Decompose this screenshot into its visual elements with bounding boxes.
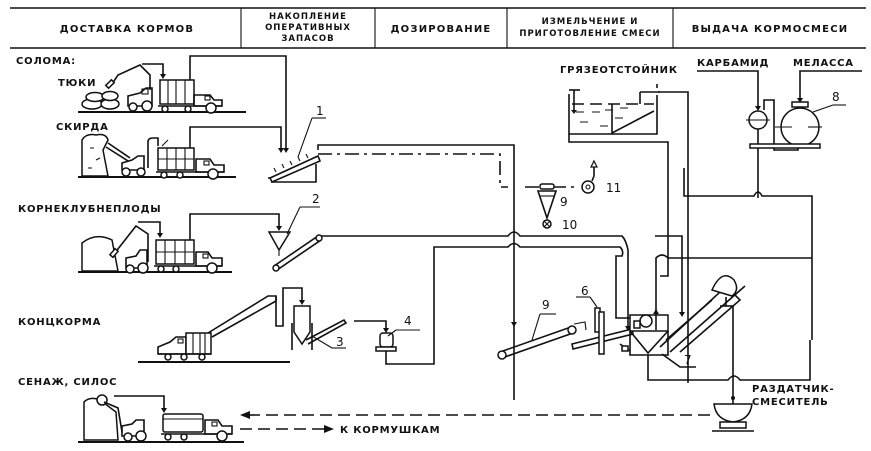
loader-tractor-icon <box>104 64 153 112</box>
marker-9-cyclone: 9 <box>560 195 568 209</box>
flow-line-concentrates <box>354 320 387 330</box>
pneumatic-line <box>318 153 508 188</box>
flow-line-additives <box>683 168 813 340</box>
mixer-7: 7 <box>619 275 746 368</box>
arrow-head <box>276 226 282 231</box>
arrow-head <box>679 312 685 317</box>
header-dispensing: ВЫДАЧА КОРМОСМЕСИ <box>692 24 849 35</box>
roots-loading-scene <box>78 221 232 274</box>
label-bales: ТЮКИ <box>58 78 96 89</box>
junction-dot <box>731 396 735 400</box>
cyclone-9: 9 <box>536 183 568 221</box>
label-sludge-tank: ГРЯЗЕОТСТОЙНИК <box>560 63 678 76</box>
marker-4: 4 <box>404 314 412 328</box>
header-dosing: ДОЗИРОВАНИЕ <box>391 24 492 35</box>
arrow-head <box>511 322 517 327</box>
label-dispenser-line1: РАЗДАТЧИК- <box>752 384 834 395</box>
label-concentrates: КОНЦКОРМА <box>18 317 101 328</box>
header-storage-line2: ОПЕРАТИВНЫХ <box>265 23 351 33</box>
haylage-loading-scene <box>78 394 244 443</box>
flow-line <box>142 63 164 76</box>
molasses-tank: 8 <box>749 70 862 149</box>
flow-line <box>655 254 812 330</box>
flow-line <box>655 235 683 314</box>
header-grinding-line1: ИЗМЕЛЬЧЕНИЕ И <box>542 17 639 27</box>
bales-pile-icon <box>81 90 120 110</box>
flow-line <box>568 134 669 277</box>
flow-line-roots <box>189 213 280 240</box>
chopper-6: 6 <box>571 284 634 355</box>
flow-line-bales <box>189 55 287 150</box>
header-delivery: ДОСТАВКА КОРМОВ <box>60 24 194 35</box>
flow-line-roots-main <box>321 231 629 328</box>
concentrates-scene <box>138 287 305 363</box>
flow-line <box>658 91 689 383</box>
marker-1: 1 <box>316 104 324 118</box>
arrow-head <box>383 328 389 333</box>
marker-11: 11 <box>606 181 621 195</box>
flow-line-concentrates-main <box>385 242 632 365</box>
truck-stack-icon <box>156 147 225 180</box>
root-hopper-washer-2: 2 <box>267 192 323 272</box>
arrow-head <box>160 74 166 79</box>
label-haylage: СЕНАЖ, СИЛОС <box>18 377 117 388</box>
sludge-tank <box>568 84 689 383</box>
arrow-head <box>653 309 659 314</box>
header-grinding-line2: ПРИГОТОВЛЕНИЕ СМЕСИ <box>519 29 660 39</box>
stack-loader-icon <box>105 137 169 177</box>
label-urea: КАРБАМИД <box>697 58 769 69</box>
header-storage-line3: ЗАПАСОВ <box>281 34 334 44</box>
flow-line-stack <box>189 126 282 150</box>
concentrate-bin-3: 3 <box>291 305 348 350</box>
label-straw: СОЛОМА: <box>16 56 76 67</box>
header-storage-line1: НАКОПЛЕНИЕ <box>269 12 347 22</box>
stage-header: ДОСТАВКА КОРМОВ НАКОПЛЕНИЕ ОПЕРАТИВНЫХ З… <box>10 7 866 49</box>
marker-7: 7 <box>684 353 692 367</box>
label-dispenser-line2: СМЕСИТЕЛЬ <box>752 397 829 408</box>
fan-11: 11 <box>581 159 621 195</box>
marker-6: 6 <box>581 284 589 298</box>
conveyor-9: 9 <box>497 298 577 360</box>
straw-stack-icon <box>81 133 109 177</box>
truck-bales-icon <box>158 79 223 114</box>
marker-3: 3 <box>336 335 344 349</box>
dispenser-mixer: РАЗДАТЧИК- СМЕСИТЕЛЬ <box>712 384 834 432</box>
arrow-head <box>240 411 250 419</box>
root-pile-icon <box>81 235 119 272</box>
arrow-head <box>324 425 334 433</box>
silage-pile-icon <box>83 397 119 441</box>
sluice-valve-10: 10 <box>542 218 577 232</box>
urea-dispenser <box>697 70 799 198</box>
flow-line-straw-main <box>317 144 515 400</box>
marker-10: 10 <box>562 218 577 232</box>
marker-8: 8 <box>832 90 840 104</box>
marker-2: 2 <box>312 192 320 206</box>
straw-shredder-conveyor: 1 <box>268 104 326 184</box>
bales-loading-scene <box>78 63 246 114</box>
flow-line-return <box>648 340 812 380</box>
arrow-head <box>283 148 289 153</box>
marker-9-conveyor: 9 <box>542 298 550 312</box>
label-stack: СКИРДА <box>56 122 109 133</box>
label-molasses: МЕЛАССА <box>793 58 854 69</box>
arrow-head <box>278 148 284 153</box>
concentrate-doser-4: 4 <box>375 314 420 352</box>
label-roots: КОРНЕКЛУБНЕПЛОДЫ <box>18 204 161 215</box>
label-to-feeders: К КОРМУШКАМ <box>340 425 440 436</box>
stack-loading-scene <box>78 133 236 180</box>
